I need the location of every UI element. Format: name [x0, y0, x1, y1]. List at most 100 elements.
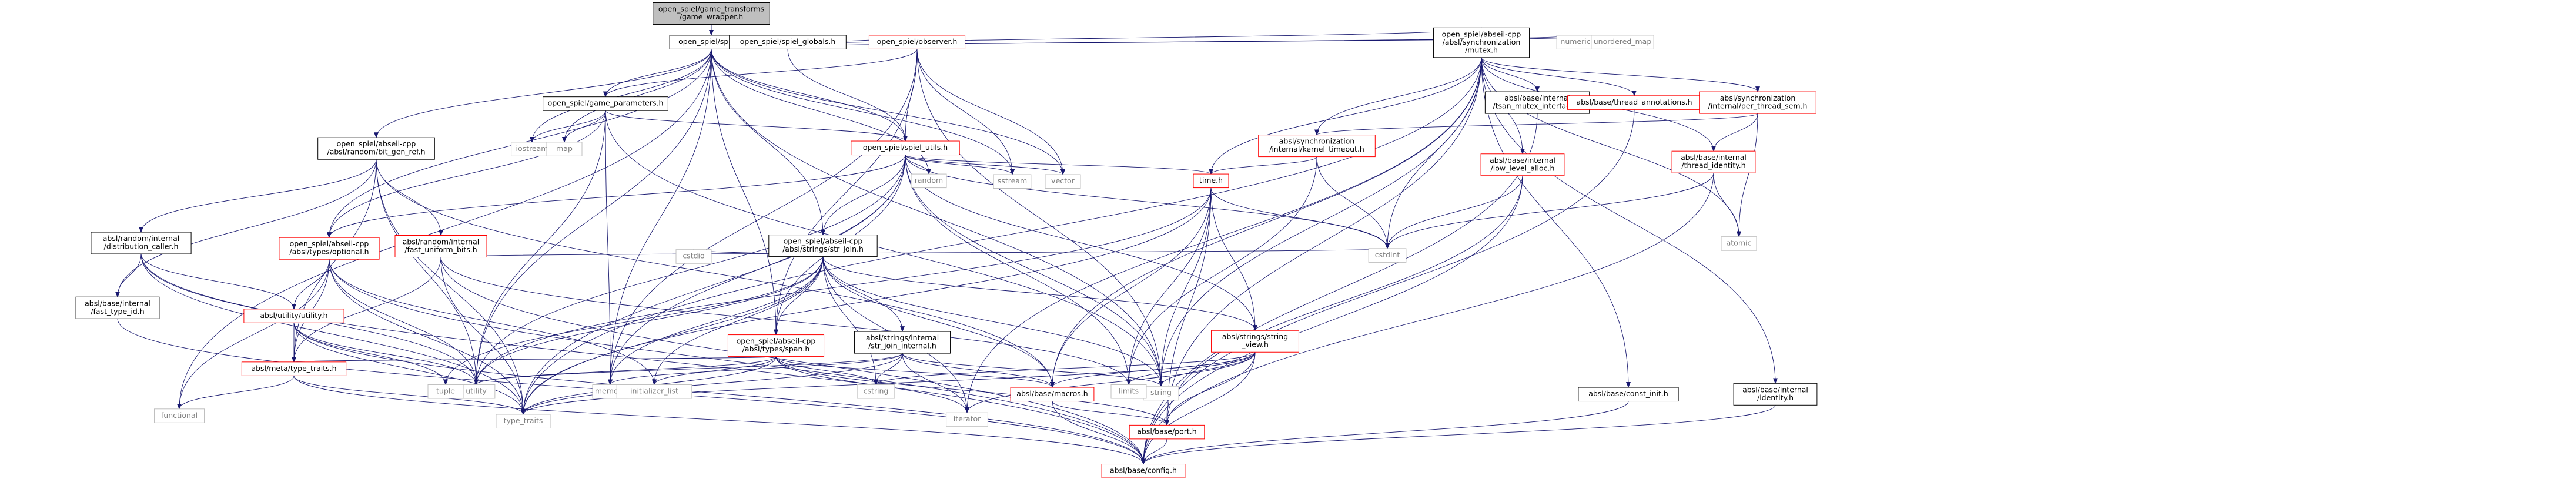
node-low-level-alloc[interactable]: absl/base/internal/low_level_alloc.h [1480, 153, 1565, 176]
edge-spiel_h-to-utility [474, 49, 712, 386]
edge-spiel_h-to-sstream [711, 49, 1015, 175]
edge-identity-to-config [1141, 405, 1776, 465]
node-box [729, 35, 847, 49]
node-label: type_traits [504, 416, 543, 425]
edge-bit_gen_ref-to-distribution_caller [139, 159, 377, 233]
node-atomic[interactable]: atomic [1721, 236, 1757, 251]
node-label: time.h [1199, 176, 1223, 185]
node-box [75, 296, 160, 319]
edge-macros-to-config [1052, 401, 1146, 465]
node-game-parameters[interactable]: open_spiel/game_parameters.h [543, 96, 668, 111]
edge-time_h-to-type_traits [521, 187, 1212, 415]
edge-optional-to-type_traits [329, 259, 526, 415]
node-mutex[interactable]: open_spiel/abseil-cpp/absl/synchronizati… [1433, 27, 1530, 58]
edge-string_view-to-cstring [874, 351, 1256, 386]
node-fast-type-id[interactable]: absl/base/internal/fast_type_id.h [75, 296, 160, 319]
node-box [727, 334, 825, 357]
node-label: /game_wrapper.h [680, 12, 743, 21]
node-label: random [915, 176, 943, 185]
node-label: absl/base/internal [1490, 156, 1555, 165]
node-label: /fast_type_id.h [91, 307, 144, 316]
node-utility-h[interactable]: absl/utility/utility.h [243, 309, 344, 323]
node-str-join[interactable]: open_spiel/abseil-cpp/absl/strings/str_j… [768, 235, 878, 257]
node-label: absl/random/internal [403, 237, 479, 246]
node-random[interactable]: random [911, 173, 947, 189]
edge-str_join-to-cstring [822, 256, 878, 386]
node-thread-identity[interactable]: absl/base/internal/thread_identity.h [1671, 150, 1756, 173]
node-label: sstream [998, 176, 1027, 185]
node-sstream[interactable]: sstream [993, 174, 1032, 189]
edge-low_level_alloc-to-cstdint [1385, 175, 1523, 249]
node-label: /thread_identity.h [1681, 161, 1745, 170]
node-port[interactable]: absl/base/port.h [1129, 424, 1205, 440]
node-observer[interactable]: open_spiel/observer.h [868, 35, 966, 49]
node-box [768, 235, 878, 257]
node-kernel-timeout[interactable]: absl/synchronization/internal/kernel_tim… [1258, 135, 1376, 158]
edge-spiel_utils-to-sstream [905, 155, 1015, 175]
node-time-h[interactable]: time.h [1193, 173, 1229, 189]
node-thread-annotations[interactable]: absl/base/thread_annotations.h [1567, 95, 1701, 110]
node-span[interactable]: open_spiel/abseil-cpp/absl/types/span.h [727, 334, 825, 357]
node-limits[interactable]: limits [1110, 384, 1147, 399]
node-label: vector [1051, 176, 1075, 185]
node-cstdint[interactable]: cstdint [1368, 248, 1407, 263]
edge-fast_uniform_bits-to-limits [440, 257, 1131, 386]
node-spiel-utils[interactable]: open_spiel/spiel_utils.h [851, 140, 960, 156]
node-box [1433, 27, 1530, 58]
node-string[interactable]: string [1143, 386, 1179, 401]
node-label: /str_join_internal.h [868, 341, 936, 350]
node-distribution-caller[interactable]: absl/random/internal/distribution_caller… [91, 232, 192, 254]
node-unordered-map[interactable]: unordered_map [1591, 35, 1654, 49]
node-iostream[interactable]: iostream [511, 142, 553, 156]
edge-observer-to-span [774, 49, 918, 336]
node-type-traits-h[interactable]: absl/meta/type_traits.h [241, 361, 347, 376]
node-label: tuple [436, 386, 455, 395]
edge-time_h-to-cstdint [1210, 187, 1390, 249]
node-macros[interactable]: absl/base/macros.h [1010, 387, 1095, 402]
node-type-traits[interactable]: type_traits [496, 414, 551, 428]
node-box [1193, 173, 1229, 189]
edge-thread_identity-to-atomic [1713, 173, 1741, 237]
edge-distribution_caller-to-type_traits [140, 253, 526, 415]
node-tuple[interactable]: tuple [427, 384, 464, 399]
node-box [616, 384, 692, 399]
node-box [394, 235, 487, 258]
edge-spiel_h-to-str_join [711, 49, 825, 236]
node-cstdio[interactable]: cstdio [675, 249, 712, 264]
edge-str_join_internal-to-macros [902, 353, 1055, 388]
node-initializer-list[interactable]: initializer_list [616, 384, 692, 399]
node-identity[interactable]: absl/base/internal/identity.h [1733, 383, 1818, 406]
edge-distribution_caller-to-fast_type_id [115, 253, 142, 298]
edge-spiel_h-to-bit_gen_ref [374, 49, 712, 139]
node-str-join-internal[interactable]: absl/strings/internal/str_join_internal.… [854, 331, 951, 354]
node-label: absl/base/internal [1742, 385, 1808, 394]
node-iterator[interactable]: iterator [946, 412, 988, 427]
node-numeric[interactable]: numeric [1556, 35, 1595, 49]
edge-const_init-to-config [1141, 401, 1629, 465]
node-vector[interactable]: vector [1045, 174, 1081, 189]
node-optional[interactable]: open_spiel/abseil-cpp/absl/types/optiona… [279, 237, 380, 260]
edge-game_parameters-to-memory [605, 110, 613, 386]
node-spiel-globals[interactable]: open_spiel/spiel_globals.h [729, 35, 847, 49]
node-box [91, 232, 192, 254]
node-label: absl/base/config.h [1110, 466, 1177, 475]
node-per-thread-sem[interactable]: absl/synchronization/internal/per_thread… [1699, 91, 1816, 114]
node-string-view[interactable]: absl/strings/string_view.h [1211, 330, 1299, 353]
node-label: unordered_map [1594, 37, 1652, 46]
node-root[interactable]: open_spiel/game_transforms/game_wrapper.… [653, 2, 770, 25]
edge-observer-to-sstream [916, 49, 1015, 175]
node-label: absl/synchronization [1279, 137, 1355, 146]
node-functional[interactable]: functional [154, 408, 205, 423]
node-label: _view.h [1241, 340, 1269, 349]
node-map[interactable]: map [546, 142, 583, 156]
node-label: open_spiel/spiel_globals.h [740, 37, 836, 46]
node-const-init[interactable]: absl/base/const_init.h [1578, 387, 1679, 402]
node-cstring[interactable]: cstring [857, 384, 895, 399]
node-config[interactable]: absl/base/config.h [1101, 464, 1186, 478]
node-label: absl/base/port.h [1137, 427, 1196, 436]
node-label: initializer_list [630, 386, 678, 395]
node-fast-uniform-bits[interactable]: absl/random/internal/fast_uniform_bits.h [394, 235, 487, 258]
node-bit-gen-ref[interactable]: open_spiel/abseil-cpp/absl/random/bit_ge… [317, 137, 435, 160]
edge-type_traits_h-to-type_traits [293, 376, 526, 415]
node-label: /distribution_caller.h [104, 242, 179, 251]
